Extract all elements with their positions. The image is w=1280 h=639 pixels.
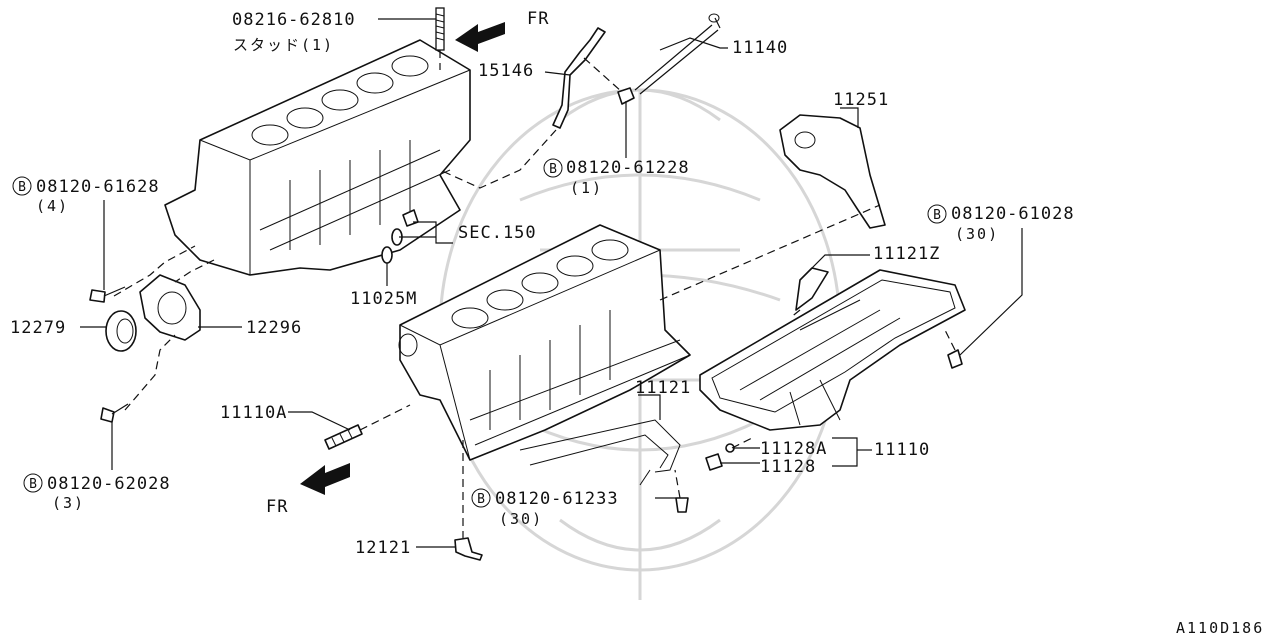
label-stud-desc: スタッド(1) — [233, 36, 334, 54]
label-bolt-guide-qty: (1) — [570, 179, 603, 197]
cylinder-block-lower — [398, 224, 691, 461]
label-rtv: 11121Z — [873, 244, 940, 264]
label-fr-top: FR — [527, 9, 549, 29]
bolt-marker-guide: B — [543, 158, 563, 178]
label-bolt-ret-qty: (3) — [52, 494, 85, 512]
drain-plug — [705, 443, 735, 471]
leader-lines — [80, 18, 1023, 548]
label-bolt-bot-part: 08120-61233 — [495, 489, 619, 509]
bolt-marker-pan: B — [927, 204, 947, 224]
diagram-id: A110D186 — [1176, 619, 1264, 637]
front-arrow-bottom-icon — [300, 463, 350, 495]
label-baffle: 11251 — [833, 90, 889, 110]
bolt-pan — [947, 349, 963, 369]
bolt-left — [89, 286, 126, 303]
cylinder-block-upper — [164, 39, 471, 276]
label-bolt-bot-qty: (30) — [499, 510, 543, 528]
label-drain-plug: 11128 — [760, 457, 816, 477]
label-bolt-pan-qty: (30) — [955, 225, 999, 243]
dowel-pin — [454, 537, 483, 561]
bolt-marker-text: B — [29, 477, 37, 492]
dipstick-guide — [552, 27, 606, 129]
label-bolt-pan-part: 08120-61028 — [951, 204, 1075, 224]
label-bolt-guide-part: 08120-61228 — [566, 158, 690, 178]
front-arrow-top-icon — [455, 22, 505, 52]
label-oil-pan: 11110 — [874, 440, 930, 460]
dipstick — [634, 13, 721, 95]
seal-retainer — [139, 274, 201, 341]
label-bolt-left-qty: (4) — [36, 197, 69, 215]
bolt-marker-bottom: B — [471, 488, 491, 508]
assembly-lines — [113, 50, 956, 538]
oil-baffle — [779, 114, 886, 229]
oil-seal — [105, 310, 137, 352]
gasket — [519, 419, 681, 486]
bolt-bottom — [675, 497, 689, 513]
label-dowel: 12121 — [355, 538, 411, 558]
label-retainer: 12296 — [246, 318, 302, 338]
label-fr-bottom: FR — [266, 497, 288, 517]
bolt-marker-text: B — [933, 208, 941, 223]
oil-pan — [699, 269, 966, 431]
label-bolt-left-part: 08120-61628 — [36, 177, 160, 197]
label-stud-pan: 11110A — [220, 403, 287, 423]
label-plug: 11025M — [350, 289, 417, 309]
label-dipstick: 11140 — [732, 38, 788, 58]
bolt-marker-text: B — [477, 492, 485, 507]
bolt-marker-left: B — [12, 176, 32, 196]
bolt-marker-text: B — [18, 180, 26, 195]
bolt-marker-text: B — [549, 162, 557, 177]
bolt-marker-retainer: B — [23, 473, 43, 493]
label-sec: SEC.150 — [458, 223, 537, 243]
stud-pan — [324, 424, 363, 450]
bolt-guide — [617, 87, 635, 110]
bolt-retainer — [100, 403, 129, 423]
label-dipstick-guide: 15146 — [478, 61, 534, 81]
label-gasket: 11121 — [635, 378, 691, 398]
label-drain-washer: 11128A — [760, 439, 827, 459]
label-bolt-ret-part: 08120-62028 — [47, 474, 171, 494]
label-stud-part: 08216-62810 — [232, 10, 356, 30]
label-seal: 12279 — [10, 318, 66, 338]
stud-top — [435, 7, 445, 51]
